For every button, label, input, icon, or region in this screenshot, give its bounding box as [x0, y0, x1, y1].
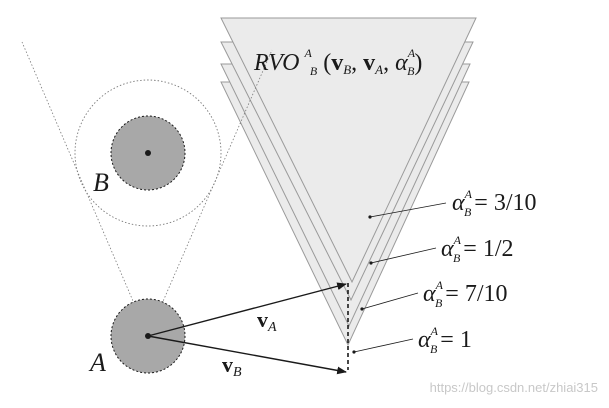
watermark: https://blog.csdn.net/zhiai315 [430, 380, 598, 395]
leader-dot-3-10 [368, 215, 372, 219]
leader-lines [353, 202, 447, 353]
tangent-lines [21, 41, 273, 337]
tangent-right [147, 49, 273, 337]
label-B: B [93, 168, 109, 197]
leader-1-2 [370, 247, 437, 264]
combined-radius-circle [74, 79, 222, 227]
velocity-vectors [147, 282, 347, 375]
label-vB: vB [222, 352, 242, 380]
tangent-left [21, 41, 149, 337]
leader-dot-1-2 [369, 261, 373, 265]
leader-7-10 [361, 292, 419, 310]
leader-dots [352, 215, 373, 354]
vector-vA [147, 282, 347, 337]
leader-3-10 [369, 202, 447, 218]
leader-dot-7-10 [360, 307, 364, 311]
leader-dot-1 [352, 350, 356, 354]
label-vA: vA [257, 307, 277, 335]
rvo-cone-alpha-3-10 [220, 17, 477, 284]
rvo-cones [220, 17, 477, 347]
label-A: A [88, 348, 106, 377]
agent-B-center [145, 150, 151, 156]
vector-vB [147, 335, 347, 375]
leader-1 [353, 338, 414, 353]
